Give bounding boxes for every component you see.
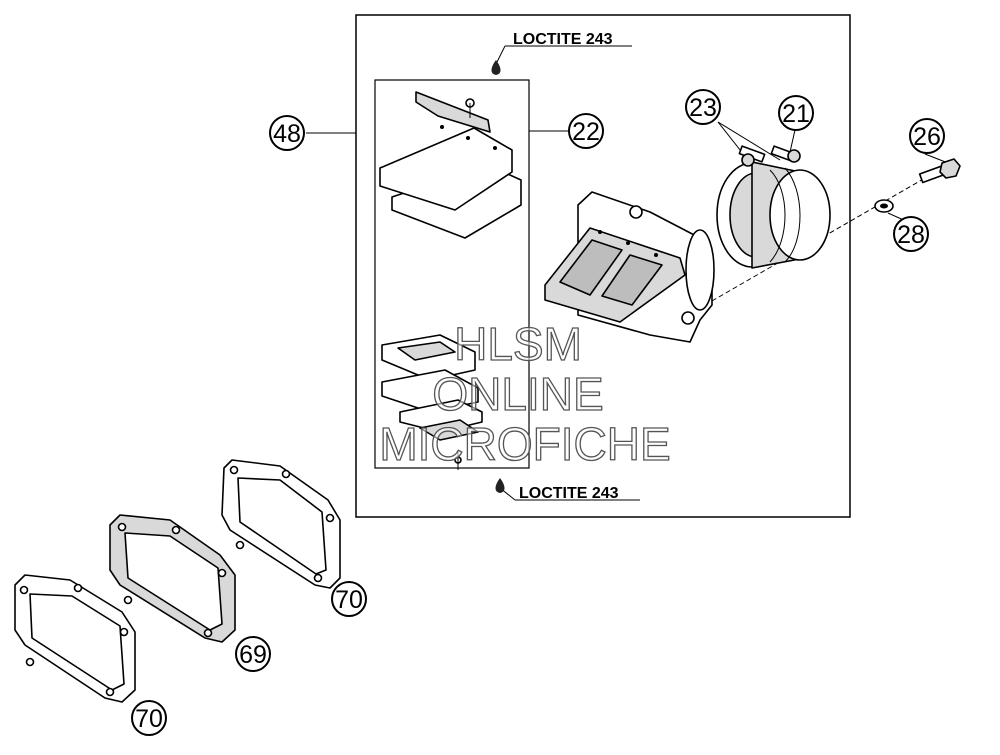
watermark: HLSM ONLINE MICROFICHE — [379, 317, 672, 470]
leader-loctite-top-diag — [495, 45, 506, 65]
watermark-line2: ONLINE — [432, 368, 603, 420]
gasket-69 — [109, 514, 236, 643]
leader-23b — [717, 121, 781, 161]
callout-26[interactable]: 26 — [909, 118, 945, 154]
gasket-70-top — [221, 459, 341, 589]
gasket-70-bottom — [14, 574, 136, 703]
callout-69-label: 69 — [239, 641, 267, 669]
callout-23-label: 23 — [689, 94, 717, 122]
assembly-frame — [355, 14, 851, 518]
callout-70-top-label: 70 — [335, 586, 363, 614]
callout-48-label: 48 — [273, 120, 301, 148]
loctite-drop-bottom-icon — [495, 478, 505, 493]
reed-petals — [381, 334, 483, 470]
callout-48[interactable]: 48 — [269, 115, 305, 151]
watermark-line3: MICROFICHE — [379, 418, 670, 470]
callout-21-label: 21 — [782, 100, 810, 128]
bolt-26 — [918, 158, 961, 184]
reed-block-housing — [544, 191, 715, 343]
leader-21 — [789, 129, 796, 153]
callout-22[interactable]: 22 — [568, 113, 604, 149]
callout-26-label: 26 — [913, 123, 941, 151]
callout-22-label: 22 — [572, 118, 600, 146]
assembly-axis-line — [704, 177, 926, 306]
callout-23[interactable]: 23 — [685, 89, 721, 125]
loctite-drop-top-icon — [491, 60, 501, 75]
callout-70-bottom-label: 70 — [135, 705, 163, 733]
callout-28[interactable]: 28 — [893, 216, 929, 252]
intake-manifold — [716, 161, 831, 269]
clamp-screws — [738, 145, 801, 167]
callout-70-top[interactable]: 70 — [331, 581, 367, 617]
callout-21[interactable]: 21 — [778, 95, 814, 131]
watermark-line1: HLSM — [454, 318, 582, 370]
loctite-note-top: LOCTITE 243 — [513, 31, 613, 48]
callout-70-bottom[interactable]: 70 — [131, 700, 167, 736]
callout-28-label: 28 — [897, 221, 925, 249]
reed-stopper-plates — [379, 91, 522, 239]
washer-hole — [880, 203, 888, 209]
loctite-note-bottom: LOCTITE 243 — [519, 485, 619, 502]
reed-kit-frame — [374, 79, 530, 469]
callout-69[interactable]: 69 — [235, 636, 271, 672]
